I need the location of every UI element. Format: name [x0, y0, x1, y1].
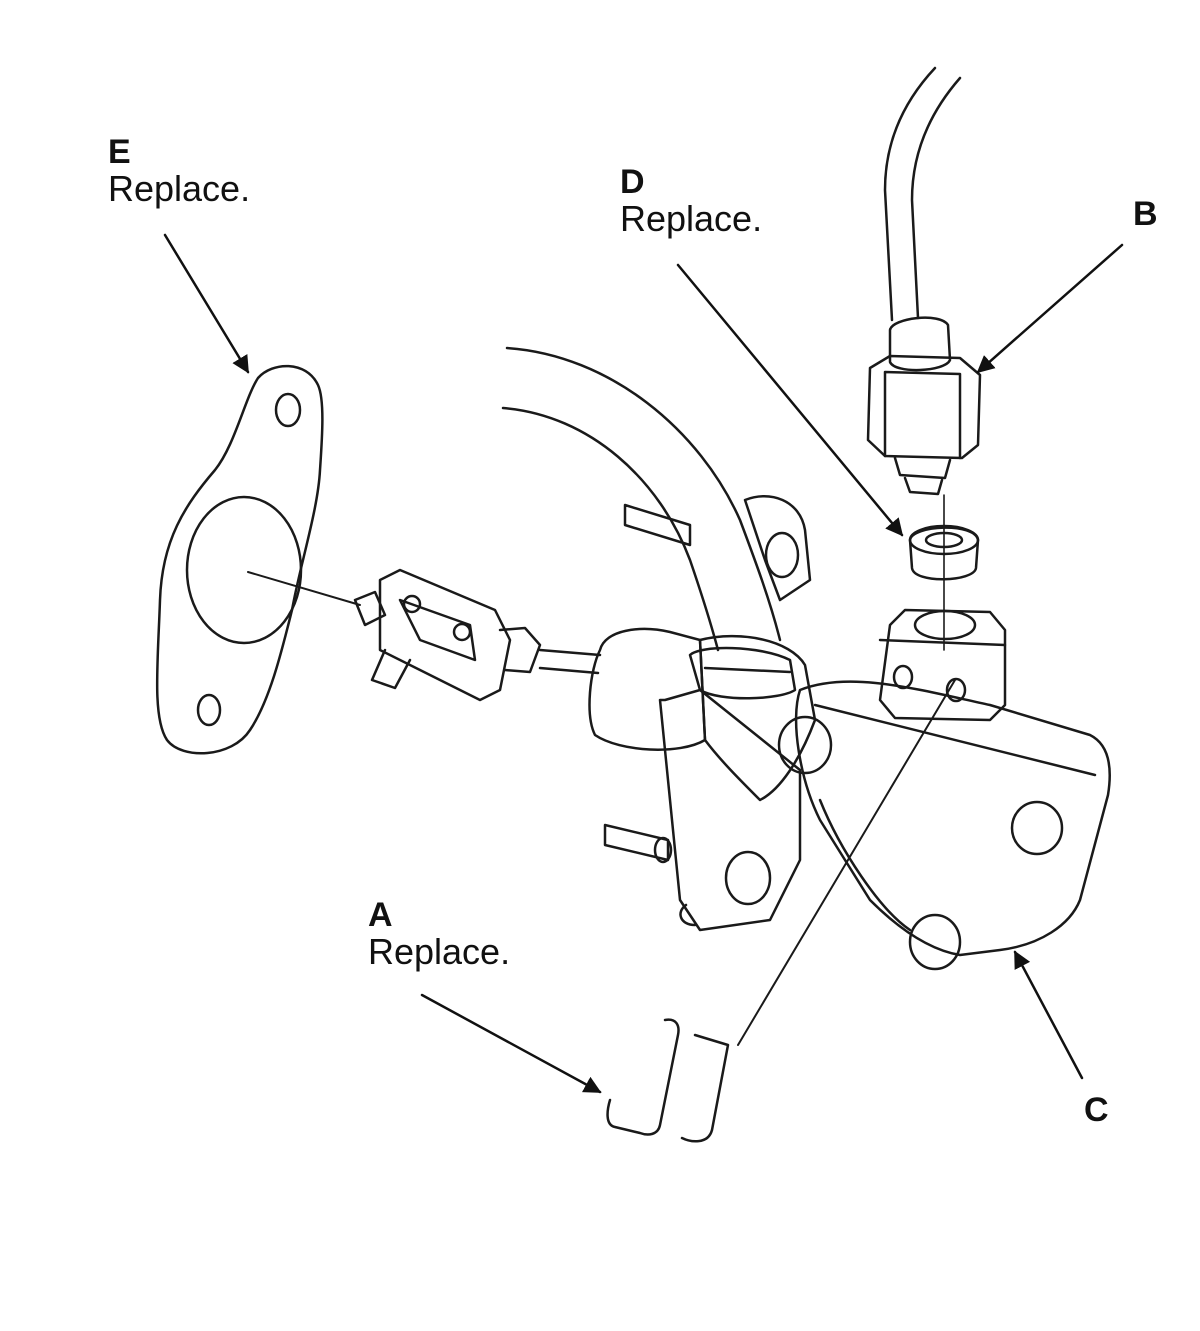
callout-e-note: Replace. [108, 168, 251, 209]
callout-b: B [1133, 195, 1158, 233]
callout-a-letter: A [368, 896, 393, 934]
callout-d-note: Replace. [620, 198, 763, 239]
pushrod-line [247, 571, 361, 606]
callout-e: E Replace. [108, 135, 250, 207]
gasket-part-e [155, 364, 324, 755]
callout-a-note: Replace. [368, 931, 511, 972]
leader-arrow-c [1013, 950, 1084, 1080]
union-fitting [878, 608, 1007, 722]
callout-d-letter: D [620, 163, 645, 201]
callout-e-letter: E [108, 133, 131, 171]
leader-arrows [163, 233, 1124, 1094]
flare-nut-part-b [866, 316, 982, 496]
leader-arrow-e [163, 233, 250, 374]
leader-arrow-b [976, 243, 1124, 374]
master-cylinder-body [588, 495, 817, 932]
callout-a: A Replace. [368, 898, 510, 970]
clevis-yoke [353, 568, 602, 702]
callout-c: C [1084, 1091, 1109, 1129]
leader-arrow-a [420, 993, 602, 1094]
brake-line [883, 66, 962, 322]
flange-plate-part-c [777, 680, 1111, 971]
retaining-clip-part-a [606, 679, 956, 1143]
reservoir-hose [501, 346, 782, 652]
callout-d: D Replace. [620, 165, 762, 237]
leader-arrow-d [676, 263, 904, 537]
